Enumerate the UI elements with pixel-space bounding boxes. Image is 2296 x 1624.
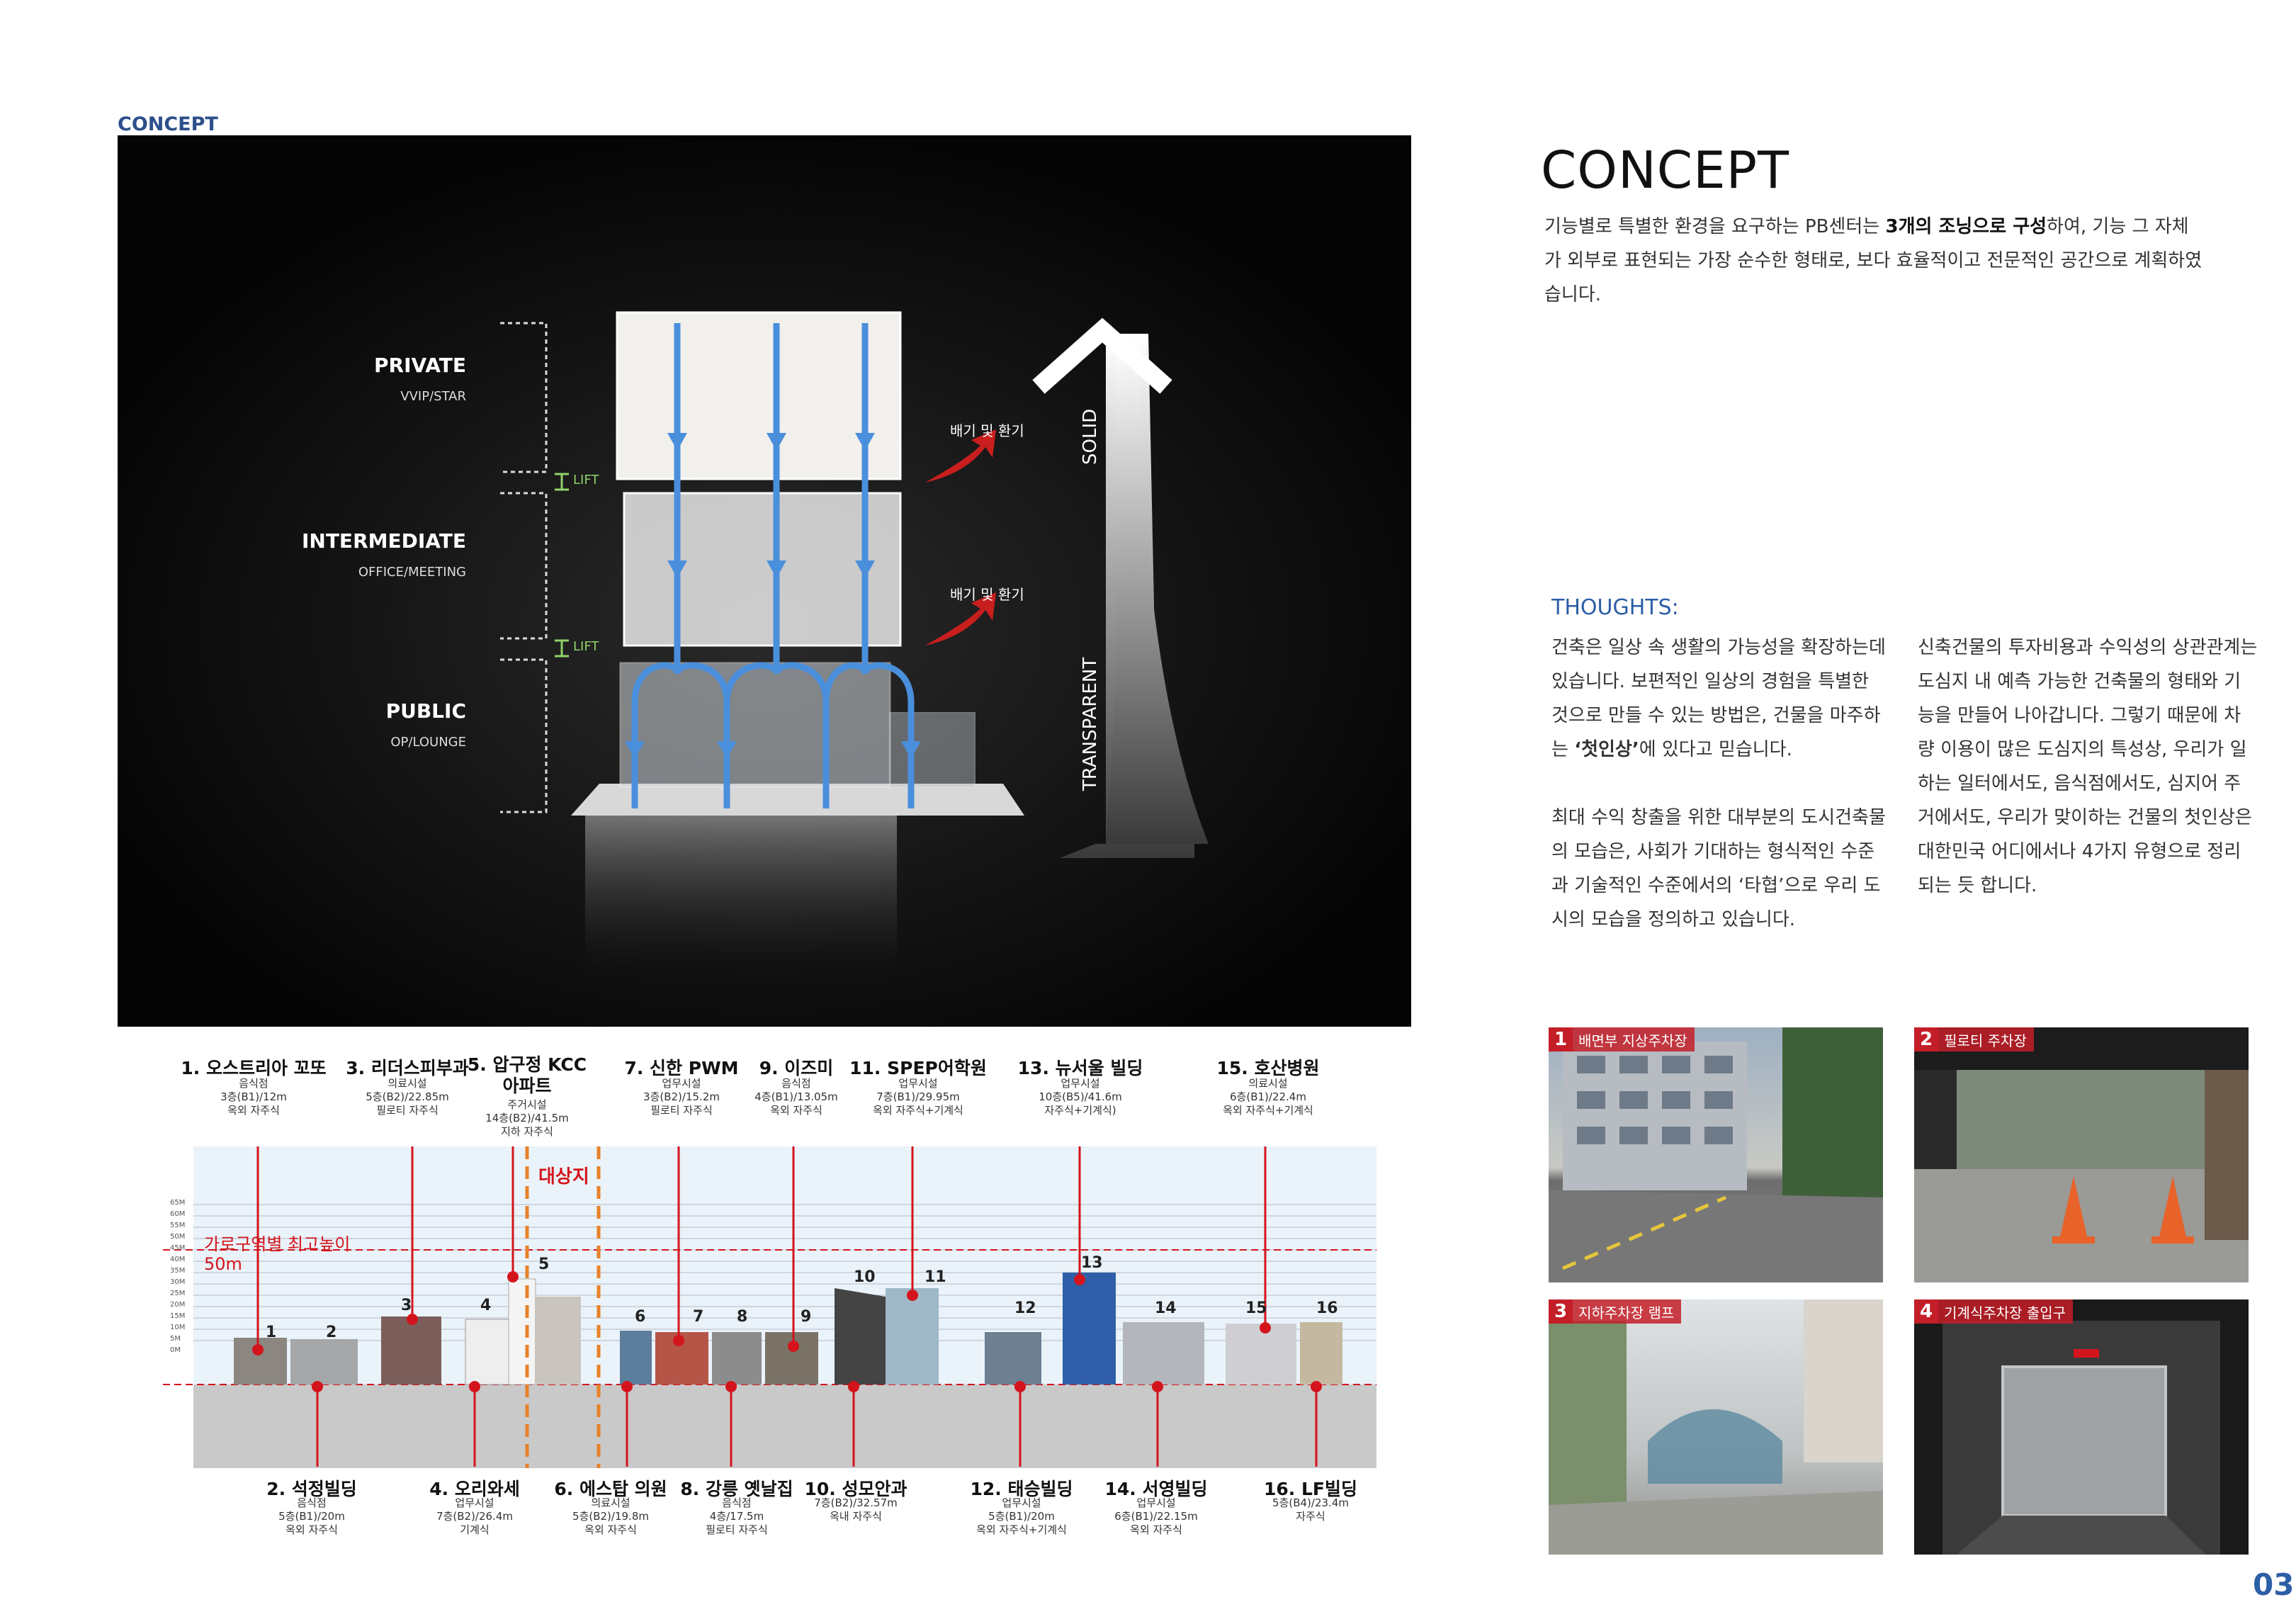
axis-label-transparent: TRANSPARENT xyxy=(1080,657,1101,791)
building-label-6: 6. 에스탑 의원 xyxy=(554,1479,667,1499)
building-label-11: 11. SPEP어학원 xyxy=(849,1058,987,1078)
building-number: 14 xyxy=(1155,1299,1177,1317)
zone-intermediate-title: INTERMEDIATE xyxy=(301,529,466,553)
building-label-12: 12. 태승빌딩 xyxy=(970,1479,1073,1499)
building-number: 10 xyxy=(854,1268,876,1286)
concept-body-emphasis: 3개의 조닝으로 구성 xyxy=(1885,216,2047,237)
building-number: 15 xyxy=(1245,1299,1267,1317)
concept-title: CONCEPT xyxy=(1541,140,1789,200)
building-number: 7 xyxy=(693,1308,704,1326)
lift-label-upper: LIFT xyxy=(573,473,599,487)
building-label-16: 16. LF빌딩 xyxy=(1264,1479,1357,1499)
building-number: 6 xyxy=(635,1308,646,1326)
building-number: 8 xyxy=(737,1308,748,1326)
lift-label-lower: LIFT xyxy=(573,639,599,654)
axis-label-solid: SOLID xyxy=(1080,408,1101,465)
max-height-value: 50m xyxy=(204,1254,242,1274)
building-number: 16 xyxy=(1316,1299,1338,1317)
section-tag: CONCEPT xyxy=(118,113,218,135)
building-label-4: 4. 오리와세 xyxy=(429,1479,520,1499)
building-label-5: 5. 압구정 KCC 아파트 xyxy=(467,1054,587,1096)
building-label-14: 14. 서영빌딩 xyxy=(1104,1479,1208,1499)
building-number: 12 xyxy=(1014,1299,1036,1317)
zone-public-title: PUBLIC xyxy=(385,699,466,723)
building-label-15: 15. 호산병원 xyxy=(1216,1058,1320,1078)
building-label-9: 9. 이즈미 xyxy=(759,1058,834,1078)
building-label-3: 3. 리더스피부과 xyxy=(346,1058,469,1078)
thoughts-column-right: 신축건물의 투자비용과 수익성의 상관관계는 도심지 내 예측 가능한 건축물의… xyxy=(1918,631,2258,903)
building-number: 5 xyxy=(538,1256,550,1273)
building-label-1: 1. 오스트리아 꼬또 xyxy=(181,1058,327,1078)
zone-private-title: PRIVATE xyxy=(374,354,466,377)
model-illustration xyxy=(118,135,1411,1027)
concept-body: 기능별로 특별한 환경을 요구하는 PB센터는 3개의 조닝으로 구성하여, 기… xyxy=(1544,216,2202,305)
building-label-2: 2. 석정빌딩 xyxy=(266,1479,357,1499)
building-label-13: 13. 뉴서울 빌딩 xyxy=(1017,1058,1143,1078)
thoughts-heading: THOUGHTS: xyxy=(1551,595,1679,620)
page-number: 03 xyxy=(2253,1567,2295,1602)
vent-label-upper: 배기 및 환기 xyxy=(950,422,1024,439)
vent-label-lower: 배기 및 환기 xyxy=(950,586,1024,603)
building-label-10: 10. 성모안과 xyxy=(804,1479,907,1499)
concept-model-image: PRIVATE VVIP/STAR INTERMEDIATE OFFICE/ME… xyxy=(118,135,1411,1027)
building-number: 2 xyxy=(326,1324,337,1341)
zone-public-sub: OP/LOUNGE xyxy=(390,735,466,750)
thoughts-paragraph-3: 신축건물의 투자비용과 수익성의 상관관계는 도심지 내 예측 가능한 건축물의… xyxy=(1918,637,2258,896)
building-number: 13 xyxy=(1081,1254,1103,1272)
building-number: 9 xyxy=(801,1308,812,1326)
site-label: 대상지 xyxy=(538,1166,589,1188)
building-number: 1 xyxy=(266,1324,277,1341)
thoughts-column-left: 건축은 일상 속 생활의 가능성을 확장하는데 있습니다. 보편적인 일상의 경… xyxy=(1551,631,1891,937)
building-number: 3 xyxy=(401,1297,412,1314)
max-height-label: 가로구역별 최고높이 xyxy=(204,1234,351,1254)
thoughts-paragraph-2: 최대 수익 창출을 위한 대부분의 도시건축물의 모습은, 사회가 기대하는 형… xyxy=(1551,807,1886,930)
building-label-7: 7. 신한 PWM xyxy=(624,1058,739,1078)
building-number: 11 xyxy=(924,1268,946,1286)
zone-intermediate-sub: OFFICE/MEETING xyxy=(358,565,466,580)
zone-private-sub: VVIP/STAR xyxy=(400,389,466,404)
building-label-8: 8. 강릉 옛날집 xyxy=(680,1479,793,1499)
building-number: 4 xyxy=(480,1297,492,1314)
